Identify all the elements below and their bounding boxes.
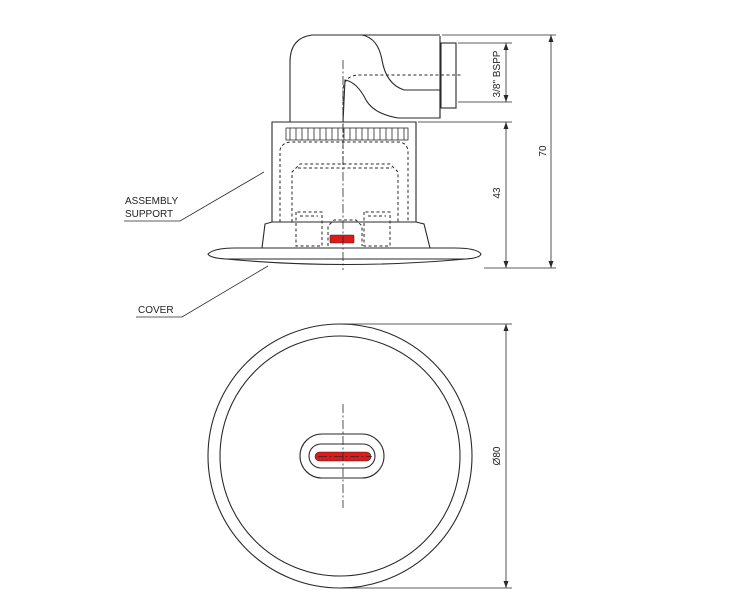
slot-outer [299, 433, 385, 479]
slot-inner [308, 443, 376, 469]
elbow-fitting [289, 34, 462, 165]
diameter-dimension: Ø80 [492, 446, 503, 465]
assembly-support-callout: ASSEMBLY SUPPORT [124, 171, 265, 222]
assembly-support-label-line1: ASSEMBLY [125, 196, 178, 207]
assembly-support-label-line2: SUPPORT [125, 209, 173, 220]
cover-profile [207, 221, 482, 266]
body-height-dimension: 43 [492, 187, 503, 199]
assembly-support-body [271, 121, 417, 247]
cover-label: COVER [138, 305, 174, 316]
diameter-dimension-group: Ø80 [340, 323, 512, 589]
top-view [207, 323, 473, 589]
thread-dimension: 3/8" BSPP [492, 50, 503, 97]
nozzle-slot [329, 234, 355, 244]
overall-height-dimension: 70 [538, 145, 549, 157]
side-view [207, 34, 482, 270]
cover-callout: COVER [136, 265, 269, 318]
side-dimensions: 3/8" BSPP 43 70 [418, 34, 556, 269]
cover-inner-circle [219, 335, 461, 577]
